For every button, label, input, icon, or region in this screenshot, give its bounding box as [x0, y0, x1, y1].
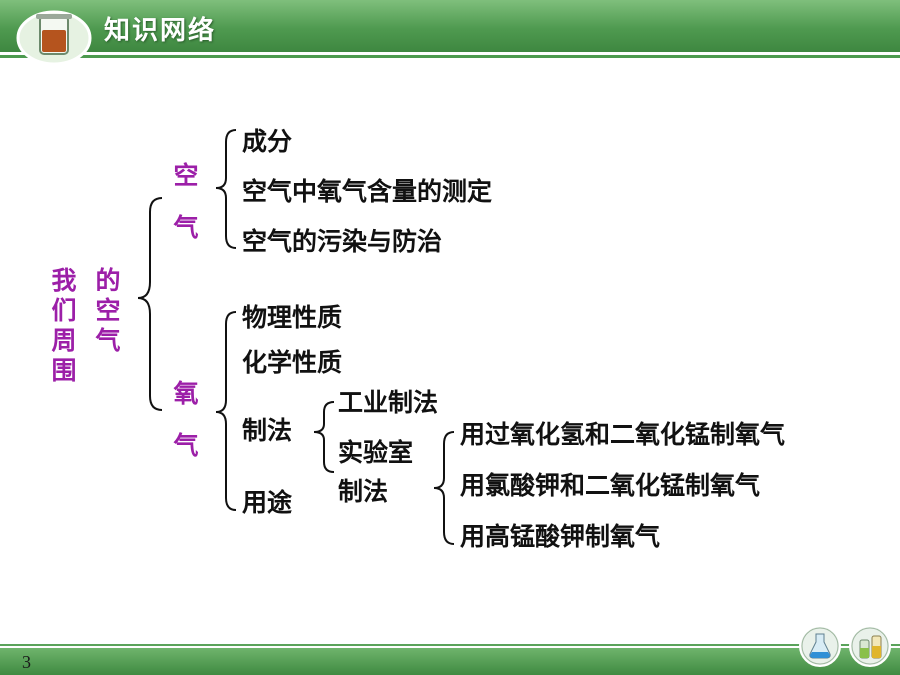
- root-label-col1: 我们周围: [51, 266, 77, 385]
- bottles-icon: [848, 624, 892, 668]
- lab-preparation-line2: 制法: [338, 477, 389, 506]
- root-label-col2: 的空气: [95, 266, 121, 355]
- lab-method-potassium-chlorate: 用氯酸钾和二氧化锰制氧气: [460, 471, 761, 500]
- header-band: [0, 0, 900, 52]
- beaker-logo-icon: [14, 4, 94, 68]
- root-brace: [137, 197, 163, 411]
- air-label: 空气: [173, 161, 199, 242]
- industrial-preparation: 工业制法: [338, 388, 439, 417]
- air-item-pollution: 空气的污染与防治: [242, 227, 443, 256]
- air-item-composition: 成分: [242, 127, 293, 156]
- lab-method-potassium-permanganate: 用高锰酸钾制氧气: [460, 522, 661, 551]
- oxygen-brace: [215, 311, 237, 511]
- oxygen-physical-properties: 物理性质: [242, 303, 343, 332]
- air-brace: [215, 129, 237, 249]
- oxygen-uses-label: 用途: [242, 488, 293, 517]
- oxygen-chemical-properties: 化学性质: [242, 348, 343, 377]
- lab-method-hydrogen-peroxide: 用过氧化氢和二氧化锰制氧气: [460, 420, 786, 449]
- lab-preparation-line1: 实验室: [338, 438, 414, 467]
- lab-methods-brace: [433, 431, 455, 545]
- footer-divider: [0, 644, 900, 646]
- header-divider: [0, 55, 900, 58]
- footer-band: [0, 648, 900, 675]
- preparation-brace: [313, 401, 335, 473]
- oxygen-label: 氧气: [173, 379, 199, 460]
- page-number: 3: [22, 652, 31, 672]
- page-title: 知识网络: [104, 16, 217, 46]
- air-item-oxygen-measurement: 空气中氧气含量的测定: [242, 177, 493, 206]
- oxygen-preparation-label: 制法: [242, 416, 293, 445]
- flask-icon: [798, 624, 842, 668]
